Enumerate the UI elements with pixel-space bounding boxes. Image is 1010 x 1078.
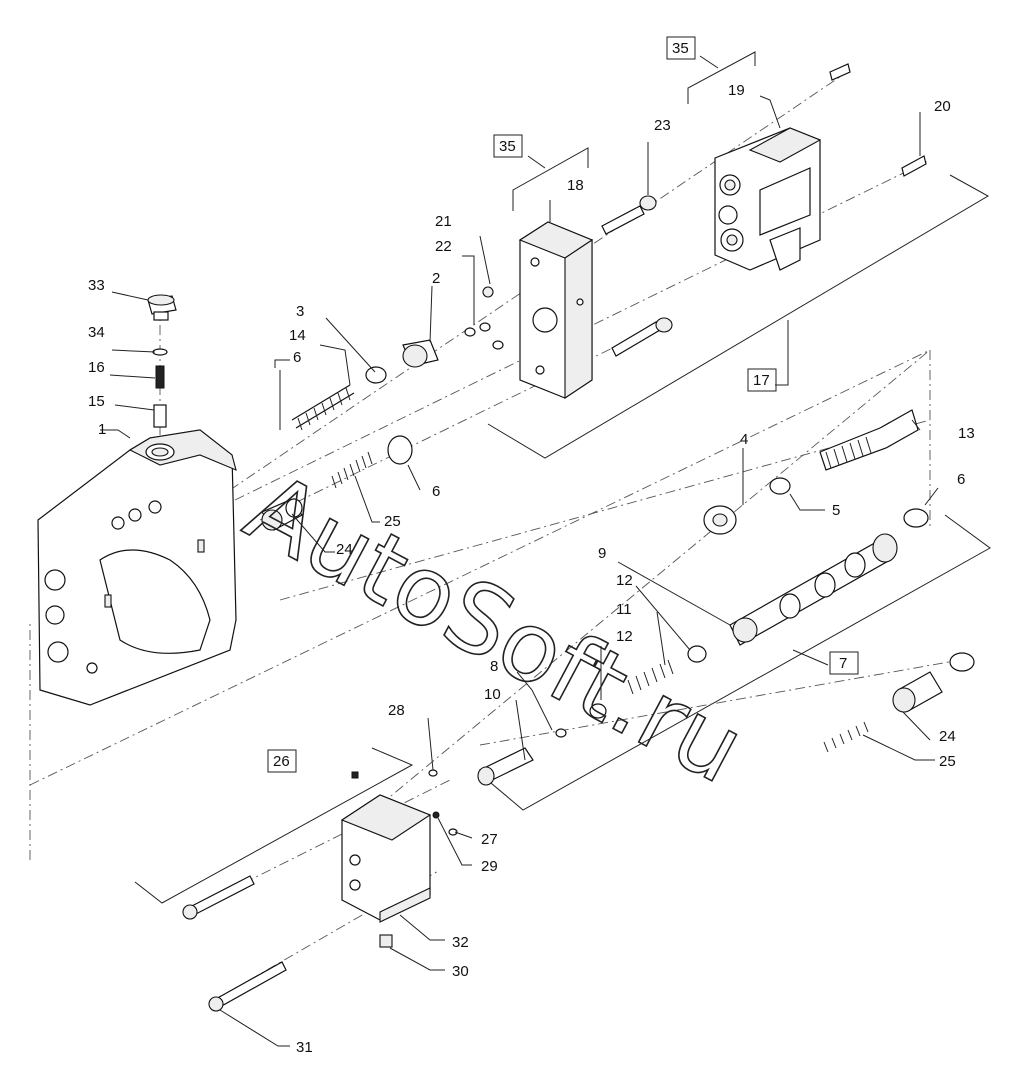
label-18: 18 [567,177,584,194]
right-spool-parts [703,409,929,535]
label-24a: 24 [336,541,353,558]
label-21: 21 [435,213,452,230]
label-14: 14 [289,327,306,344]
label-8: 8 [490,658,498,675]
label-24b: 24 [939,728,956,745]
end-cap-block [182,769,458,1012]
label-box-17 [747,368,777,392]
top-fittings [147,294,177,428]
label-boxes [267,36,859,773]
label-26: 26 [273,753,290,770]
label-27: 27 [481,831,498,848]
leader-lines [100,95,939,1047]
left-spring-parts [261,339,439,531]
label-box-7 [829,651,859,675]
label-19: 19 [728,82,745,99]
solenoid-valve [714,63,927,271]
label-11: 11 [616,601,632,618]
label-34: 34 [88,324,105,341]
label-10: 10 [484,686,501,703]
label-32: 32 [452,934,469,951]
watermark: AutoSoft.ru [229,451,761,805]
main-spool [687,533,898,663]
label-25b: 25 [939,753,956,770]
label-box-35-mid [493,134,523,158]
label-box-26 [267,749,297,773]
label-12a: 12 [616,572,633,589]
label-9: 9 [598,545,606,562]
label-30: 30 [452,963,469,980]
label-33: 33 [88,277,105,294]
label-22: 22 [435,238,452,255]
label-3: 3 [296,303,304,320]
label-6c: 6 [957,471,965,488]
label-2: 2 [432,270,440,287]
label-31: 31 [296,1039,313,1056]
label-box-35-top [666,36,696,60]
center-lines [29,69,961,1001]
label-6b: 6 [432,483,440,500]
label-13: 13 [958,425,975,442]
label-17: 17 [753,372,770,389]
label-35-mid: 35 [499,138,516,155]
label-29: 29 [481,858,498,875]
label-23: 23 [654,117,671,134]
label-20: 20 [934,98,951,115]
part-labels: 1 2 3 4 5 6 6 6 7 8 9 10 11 12 12 13 14 … [88,40,975,1056]
label-35-top: 35 [672,40,689,57]
label-16: 16 [88,359,105,376]
label-1: 1 [98,421,106,438]
label-5: 5 [832,502,840,519]
label-6a: 6 [293,349,301,366]
label-15: 15 [88,393,105,410]
valve-body [37,429,237,706]
label-28: 28 [388,702,405,719]
assembly-brackets [134,51,991,904]
label-4: 4 [740,431,748,448]
lower-spring-parts [477,659,674,786]
label-12b: 12 [616,628,633,645]
label-7: 7 [839,655,847,672]
bolts-23 [601,195,673,357]
right-relief-valve [823,652,975,753]
label-25a: 25 [384,513,401,530]
adapter-block [464,221,594,400]
